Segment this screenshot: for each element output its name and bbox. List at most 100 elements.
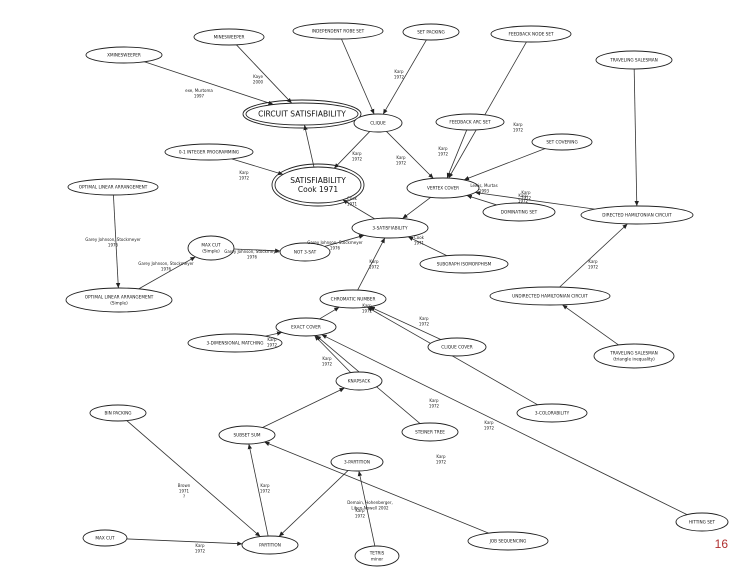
node-circuitsat-outer-shape bbox=[242, 99, 362, 129]
edge-undham-to-dirham bbox=[559, 223, 628, 288]
node-maxcut-sublabel: (Simple) bbox=[202, 248, 220, 253]
node-steiner-label: STEINER TREE bbox=[415, 429, 445, 434]
node-3coloring-shape bbox=[516, 403, 588, 423]
annotation-a14-line-1: 1976 bbox=[161, 267, 172, 272]
node-vertexcover-shape bbox=[406, 177, 480, 199]
node-tsp-shape bbox=[593, 343, 675, 369]
annotation-a8-line-0: Karp bbox=[521, 190, 531, 195]
annotation-a30-line-1: 1972 bbox=[355, 514, 366, 519]
node-circuitsat: CIRCUIT SATISFIABILITY bbox=[242, 99, 362, 129]
node-optlinsimple-label: OPTIMAL LINEAR ARRANGEMENT bbox=[85, 295, 154, 300]
annotation-a31-line-0: Demain, Hohenberger, bbox=[347, 500, 393, 505]
node-steiner: STEINER TREE bbox=[401, 422, 459, 442]
edge-tetris-to-3partition bbox=[357, 470, 376, 547]
annotation-a4-line-0: Karp bbox=[352, 151, 362, 156]
annotation-a6-line-1: 1972 bbox=[438, 152, 449, 157]
annotation-a7-line-0: Karp bbox=[396, 155, 406, 160]
annotation-a4-line-1: 1972 bbox=[352, 157, 363, 162]
node-undham: UNDIRECTED HAMILTONIAN CIRCUIT bbox=[489, 286, 611, 306]
edge-chromatic-to-3sat bbox=[357, 237, 386, 291]
node-vertexcover-label: VERTEX COVER bbox=[427, 185, 459, 190]
node-optlin-label: OPTIMAL LINEAR ARRANGEMENT bbox=[79, 184, 148, 189]
node-dominating: DOMINATING SET bbox=[482, 202, 556, 222]
annotation-a10-line-1: 1993 bbox=[479, 189, 490, 194]
node-jobseq-shape bbox=[467, 531, 549, 551]
node-exactcover-shape bbox=[275, 317, 337, 337]
annotation-a31: Demain, Hohenberger,Liben-Nowell 2002 bbox=[347, 500, 393, 511]
annotation-a1-line-0: Kaye bbox=[253, 74, 263, 79]
annotation-a22-line-1: 1972 bbox=[322, 362, 333, 367]
annotation-a15-line-1: 1976 bbox=[247, 255, 258, 260]
annotation-a20-line-1: 1972 bbox=[419, 322, 430, 327]
node-cliquecover-shape bbox=[427, 337, 487, 357]
node-binpacking: BIN PACKING bbox=[89, 404, 147, 422]
node-minesweeper-shape bbox=[193, 28, 265, 46]
node-setpacking: SET PACKING bbox=[402, 23, 460, 41]
edge-setpacking-to-clique bbox=[382, 39, 427, 115]
node-partition: PARTITION bbox=[241, 535, 299, 555]
edge-maxcut2-to-partition bbox=[126, 538, 243, 546]
annotation-a21-line-0: Karp bbox=[267, 337, 277, 342]
node-3sat-shape bbox=[351, 217, 429, 239]
annotation-a13-line-0: Garey Johnson, Stockmeyer bbox=[85, 237, 141, 242]
annotation-a26-line-0: Karp bbox=[436, 454, 446, 459]
edge-indset-to-clique bbox=[341, 38, 375, 115]
node-clique: CLIQUE bbox=[353, 113, 403, 133]
node-chromatic-label: CHROMATIC NUMBER bbox=[331, 296, 376, 301]
annotation-a26-line-1: 1972 bbox=[436, 460, 447, 465]
annotation-a5-line-0: Karp bbox=[513, 122, 523, 127]
node-indset-shape bbox=[292, 22, 384, 40]
annotation-a2-line-1: 1997 bbox=[194, 94, 205, 99]
node-hittingset: HITTING SET bbox=[675, 512, 729, 532]
node-subgraph-label: SUBGRAPH ISOMORPHISM bbox=[437, 261, 492, 266]
node-3partition-label: 3-PARTITION bbox=[344, 459, 370, 464]
node-setcovering-label: SET COVERING bbox=[546, 139, 577, 144]
node-optlinsimple-shape bbox=[65, 287, 173, 313]
node-knapsack-shape bbox=[335, 371, 383, 391]
edge-clique-to-vertexcover bbox=[386, 131, 434, 179]
annotation-a11-line-1: 1972 bbox=[518, 199, 529, 204]
node-dirham-shape bbox=[580, 205, 694, 225]
node-maxcut2-label: MAX CUT bbox=[95, 535, 115, 540]
slide-number: 16 bbox=[714, 537, 728, 551]
node-subgraph-shape bbox=[419, 254, 509, 274]
node-3coloring-label: 3-COLORABILITY bbox=[535, 410, 570, 415]
node-undham-shape bbox=[489, 286, 611, 306]
edge-ilp-to-sat bbox=[231, 158, 284, 176]
edge-jobseq-to-subsetsum bbox=[264, 441, 489, 534]
node-subsetsum: SUBSET SUM bbox=[218, 425, 276, 445]
annotation-a20-line-0: Karp bbox=[419, 316, 429, 321]
node-tsp: TRAVELING SALESMAN(triangle inequality) bbox=[593, 343, 675, 369]
annotation-a18-line-0: Karp bbox=[369, 259, 379, 264]
node-setpacking-shape bbox=[402, 23, 460, 41]
edge-clique-to-sat bbox=[333, 131, 371, 169]
node-cliquecover: CLIQUE COVER bbox=[427, 337, 487, 357]
edge-setcovering-to-vertexcover bbox=[463, 148, 546, 181]
node-ilp-label: 0-1 INTEGER PROGRAMMING bbox=[179, 149, 239, 154]
node-notsat: NOT 3-SAT bbox=[279, 242, 331, 262]
annotation-a31-line-1: Liben-Nowell 2002 bbox=[351, 506, 389, 511]
edge-optlinsimple-to-maxcut bbox=[138, 256, 196, 290]
node-feedbackarc-label: FEEDBACK ARC SET bbox=[449, 119, 491, 124]
node-tetris-sublabel: minor bbox=[371, 556, 383, 561]
edge-cliquecover-to-chromatic bbox=[369, 306, 441, 340]
node-xmines: XMINESWEEPER bbox=[85, 46, 163, 64]
annotation-a21-line-1: 1972 bbox=[267, 343, 278, 348]
node-sat-label: SATISFIABILITY bbox=[290, 176, 346, 185]
annotation-a5-line-1: 1972 bbox=[513, 128, 524, 133]
